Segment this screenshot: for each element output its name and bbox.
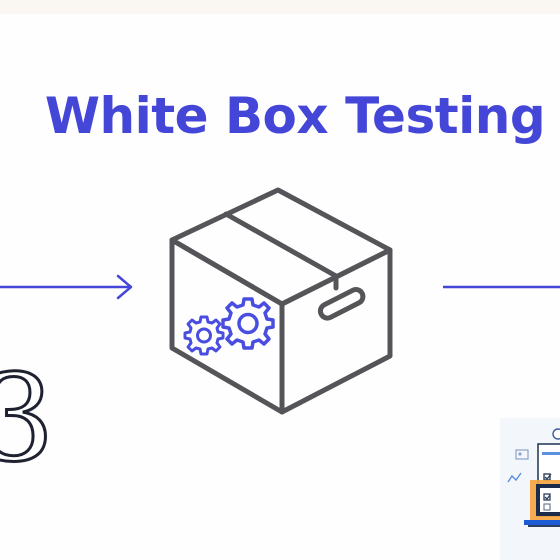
box-icon <box>169 187 393 415</box>
page-title: White Box Testing <box>44 87 546 145</box>
laptop-checklist-icon <box>500 418 560 560</box>
top-band <box>0 0 560 14</box>
title-edge-crop <box>552 70 560 160</box>
gear-icon <box>221 297 275 350</box>
gear-icon-small <box>183 315 225 356</box>
arrow-line-icon <box>443 285 560 289</box>
corner-digit: 3 <box>0 350 56 489</box>
arrow-right-icon <box>0 274 133 300</box>
